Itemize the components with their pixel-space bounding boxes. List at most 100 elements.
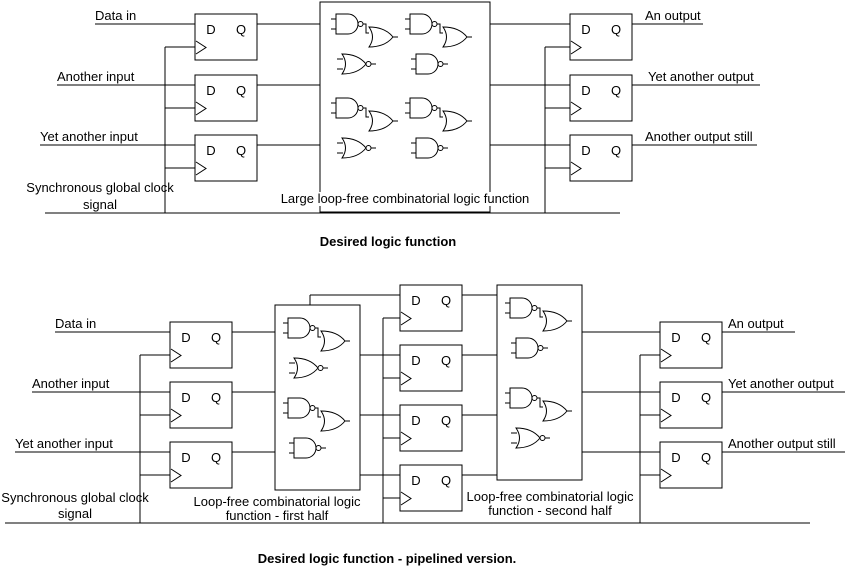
flipflop-body	[169, 321, 233, 369]
nor-gate	[515, 427, 541, 449]
nand-gate	[287, 317, 311, 339]
clock-label-top-1: Synchronous global clock	[26, 180, 174, 195]
inverter-bubble	[531, 395, 538, 401]
ff-q-label: Q	[211, 390, 221, 405]
inverter-bubble	[537, 345, 544, 351]
nand-gate	[415, 137, 439, 159]
ff-d-label: D	[581, 143, 590, 158]
inverter-bubble	[431, 105, 438, 111]
input-label-bottom-2: Another input	[32, 376, 110, 391]
nand-gate	[335, 13, 359, 35]
ff-d-label: D	[206, 22, 215, 37]
logic-boxes-layer	[274, 1, 583, 491]
gate-wire	[363, 107, 369, 118]
ff-q-label: Q	[211, 330, 221, 345]
wires-layer	[5, 23, 845, 524]
nor-gate	[341, 53, 367, 75]
inverter-bubble	[437, 145, 444, 151]
ff-q-label: Q	[236, 143, 246, 158]
logic-gate-cluster	[505, 387, 572, 449]
gate-wire	[315, 407, 321, 418]
or-gate	[542, 400, 568, 422]
logic-gate-cluster	[405, 13, 472, 75]
or-gate	[442, 110, 468, 132]
logic-gate-cluster	[331, 97, 398, 159]
clock-triangle-icon	[660, 408, 672, 423]
logic-box-label-top: Large loop-free combinatorial logic func…	[281, 191, 530, 206]
ff-q-label: Q	[701, 330, 711, 345]
label-underlay	[270, 192, 540, 206]
or-gate	[442, 26, 468, 48]
clock-triangle-icon	[400, 311, 412, 326]
nand-gate	[509, 297, 533, 319]
ff-d-label: D	[206, 83, 215, 98]
or-gate	[320, 410, 346, 432]
inverter-bubble	[315, 445, 322, 451]
ff-q-label: Q	[611, 22, 621, 37]
ff-q-label: Q	[441, 413, 451, 428]
flipflop-body	[194, 13, 258, 61]
flipflop-body	[659, 441, 723, 489]
clock-triangle-icon	[195, 40, 207, 55]
ff-d-label: D	[671, 330, 680, 345]
nand-gate	[409, 97, 433, 119]
ff-d-label: D	[411, 413, 420, 428]
output-label-top-3: Another output still	[645, 129, 753, 144]
clock-label-top-2: signal	[83, 197, 117, 212]
or-gate	[542, 310, 568, 332]
clock-label-bottom-2: signal	[58, 506, 92, 521]
clock-triangle-icon	[400, 371, 412, 386]
ff-q-label: Q	[611, 83, 621, 98]
inverter-bubble	[365, 145, 372, 151]
output-label-bottom-3: Another output still	[728, 436, 836, 451]
ff-d-label: D	[206, 143, 215, 158]
flipflop-body	[659, 321, 723, 369]
logic-gate-cluster	[505, 297, 572, 359]
output-label-bottom-2: Yet another output	[728, 376, 834, 391]
nand-gate	[335, 97, 359, 119]
inverter-bubble	[539, 435, 546, 441]
flipflop-body	[399, 284, 463, 332]
clock-triangle-icon	[570, 161, 582, 176]
inverter-bubble	[357, 105, 364, 111]
clock-triangle-icon	[170, 348, 182, 363]
logic-gate-cluster	[331, 13, 398, 75]
nor-gate	[293, 357, 319, 379]
clock-triangle-icon	[660, 348, 672, 363]
inverter-bubble	[365, 61, 372, 67]
inverter-bubble	[309, 405, 316, 411]
clock-triangle-icon	[660, 468, 672, 483]
output-label-top-1: An output	[645, 8, 701, 23]
ff-d-label: D	[181, 450, 190, 465]
clock-triangle-icon	[195, 101, 207, 116]
gate-wire	[363, 23, 369, 34]
nand-gate	[287, 397, 311, 419]
gate-wire	[537, 397, 543, 408]
flipflop-body	[169, 381, 233, 429]
inverter-bubble	[531, 305, 538, 311]
gate-wire	[537, 307, 543, 318]
ff-d-label: D	[411, 293, 420, 308]
flipflop-body	[659, 381, 723, 429]
clock-triangle-icon	[170, 408, 182, 423]
clock-triangle-icon	[400, 491, 412, 506]
second-half-label-2: function - second half	[488, 503, 612, 518]
flipflop-body	[399, 464, 463, 512]
ff-q-label: Q	[441, 293, 451, 308]
inverter-bubble	[309, 325, 316, 331]
logic-gate-cluster	[283, 317, 350, 379]
or-gate	[320, 330, 346, 352]
